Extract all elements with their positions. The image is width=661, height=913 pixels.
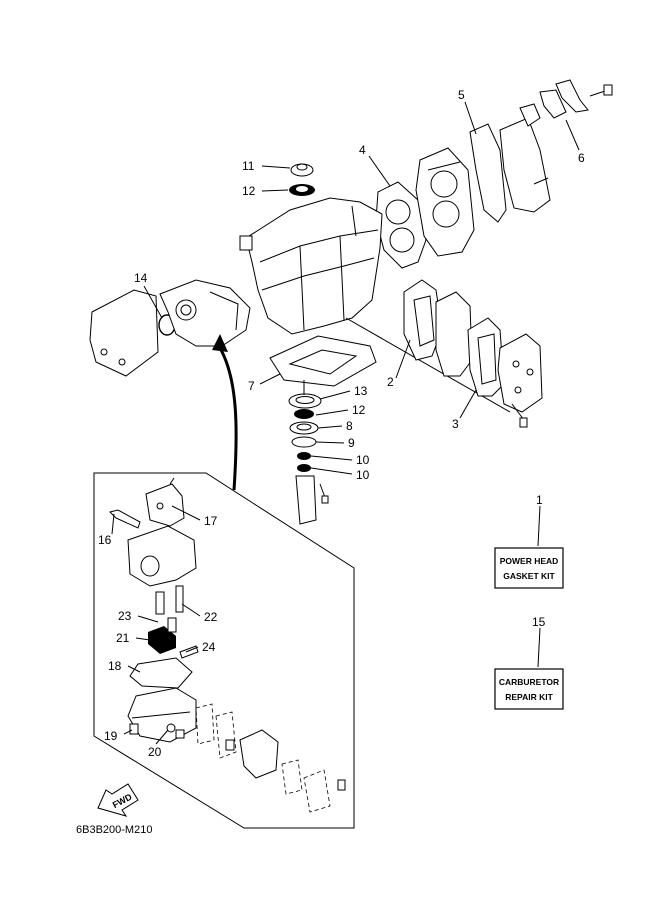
callout-2: 2 [387, 375, 394, 389]
callout-8: 8 [346, 419, 353, 433]
callout-16: 16 [98, 533, 112, 547]
callout-6: 6 [578, 151, 585, 165]
callout-15: 15 [532, 615, 546, 629]
assembly-arrow [212, 334, 238, 491]
carburetor-kit-line2: REPAIR KIT [505, 692, 553, 702]
callout-11: 11 [242, 159, 255, 173]
callout-18: 18 [108, 659, 122, 673]
callout-numbers: 1 2 3 4 5 6 7 13 12 8 9 10 10 11 12 14 1… [98, 88, 585, 759]
crankcase-block [239, 197, 511, 413]
power-head-kit-line2: GASKET KIT [503, 571, 555, 581]
intake-silencer-assembly [89, 279, 251, 377]
callout-1: 1 [536, 493, 543, 507]
lower-seal-stack [288, 380, 329, 525]
callout-4: 4 [359, 143, 366, 157]
callout-17: 17 [204, 514, 218, 528]
callout-10b: 10 [356, 468, 370, 482]
oil-seals-top [289, 163, 315, 196]
carburetor-kit-line1: CARBURETOR [499, 677, 559, 687]
callout-20: 20 [148, 745, 162, 759]
gasket-7 [269, 335, 377, 387]
callout-5: 5 [458, 88, 465, 102]
callout-19: 19 [104, 729, 118, 743]
carburetor-inset [93, 472, 355, 829]
power-head-kit-line1: POWER HEAD [500, 556, 559, 566]
cylinder-head-assembly [375, 79, 613, 269]
leader-lines [111, 101, 580, 745]
callout-13: 13 [354, 384, 368, 398]
callout-3: 3 [452, 417, 459, 431]
exhaust-cover-assembly [403, 279, 543, 428]
callout-24: 24 [202, 640, 216, 654]
callout-12a: 12 [242, 184, 256, 198]
carburetor-repair-kit-label: CARBURETOR REPAIR KIT [494, 668, 564, 710]
callout-10a: 10 [356, 453, 370, 467]
callout-21: 21 [116, 631, 130, 645]
callout-23: 23 [118, 609, 132, 623]
callout-14: 14 [134, 271, 148, 285]
callout-7: 7 [248, 379, 255, 393]
power-head-gasket-kit-label: POWER HEAD GASKET KIT [494, 547, 564, 589]
callout-12b: 12 [352, 403, 366, 417]
diagram-code: 6B3B200-M210 [76, 824, 152, 836]
callout-22: 22 [204, 610, 218, 624]
callout-9: 9 [348, 436, 355, 450]
